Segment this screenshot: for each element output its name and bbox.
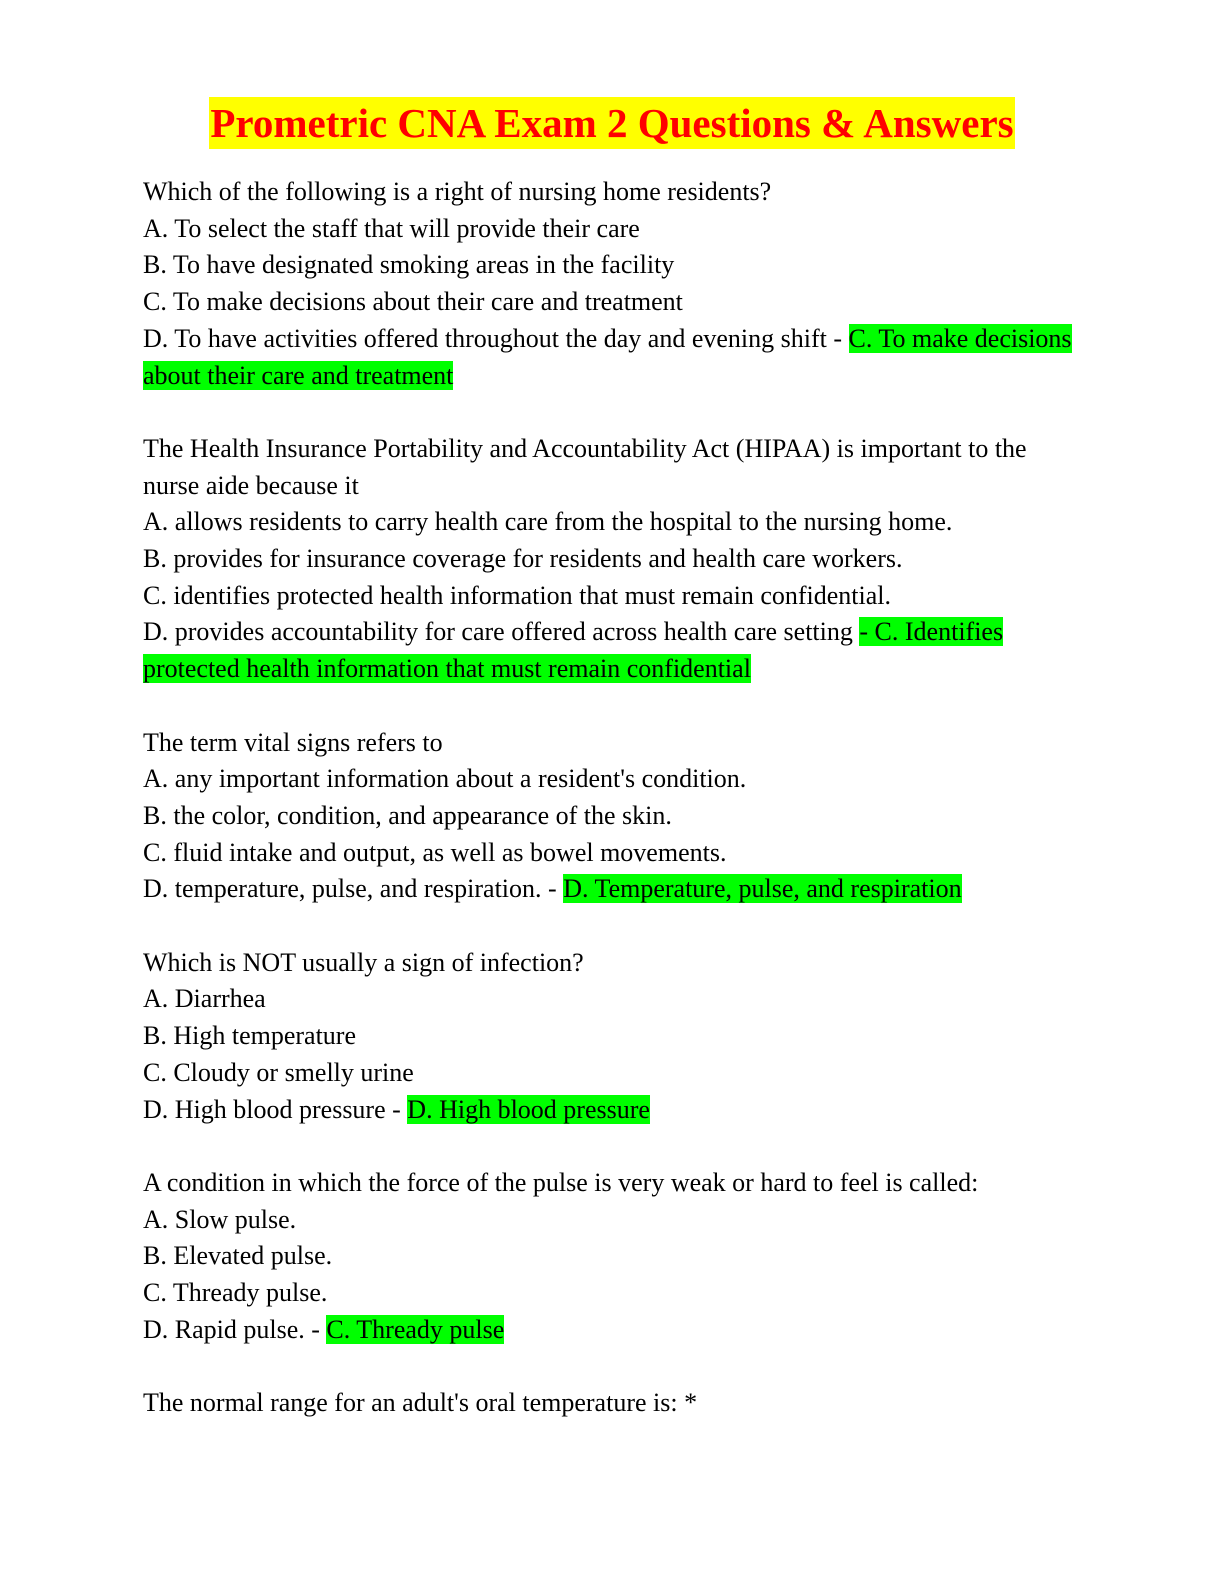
answer-option-with-answer: D. High blood pressure - D. High blood p… (143, 1092, 1083, 1129)
answer-option: B. To have designated smoking areas in t… (143, 250, 675, 280)
question-block: The term vital signs refers to A. any im… (143, 725, 1083, 909)
answer-option: A. To select the staff that will provide… (143, 213, 640, 243)
question-block: Which is NOT usually a sign of infection… (143, 945, 1083, 1129)
question-block: The Health Insurance Portability and Acc… (143, 431, 1083, 688)
questions-content: Which of the following is a right of nur… (143, 174, 1083, 1459)
answer-option: C. identifies protected health informati… (143, 580, 892, 610)
answer-option: B. provides for insurance coverage for r… (143, 544, 903, 574)
answer-option-with-answer: D. Rapid pulse. - C. Thready pulse (143, 1312, 1083, 1349)
answer-option-with-answer: D. temperature, pulse, and respiration. … (143, 871, 1083, 908)
answer-option: B. Elevated pulse. (143, 1241, 333, 1271)
question-block: A condition in which the force of the pu… (143, 1165, 1083, 1349)
question-block: Which of the following is a right of nur… (143, 174, 1083, 394)
question-prompt: A condition in which the force of the pu… (143, 1167, 979, 1197)
answer-option: A. Slow pulse. (143, 1204, 297, 1234)
answer-option: A. Diarrhea (143, 984, 266, 1014)
answer-option: D. High blood pressure - (143, 1094, 408, 1124)
answer-option: C. fluid intake and output, as well as b… (143, 837, 727, 867)
answer-option: C. Cloudy or smelly urine (143, 1057, 414, 1087)
page-title: Prometric CNA Exam 2 Questions & Answers (209, 97, 1015, 149)
answer-option: D. To have activities offered throughout… (143, 323, 849, 353)
question-prompt: The normal range for an adult's oral tem… (143, 1388, 698, 1418)
question-prompt: Which of the following is a right of nur… (143, 177, 772, 206)
answer-option: B. High temperature (143, 1021, 356, 1051)
title-container: Prometric CNA Exam 2 Questions & Answers (0, 97, 1224, 149)
question-prompt: The term vital signs refers to (143, 727, 443, 757)
answer-option-with-answer: D. To have activities offered throughout… (143, 321, 1083, 394)
question-block: The normal range for an adult's oral tem… (143, 1385, 1083, 1422)
answer-option-with-answer: D. provides accountability for care offe… (143, 614, 1083, 687)
question-prompt: Which is NOT usually a sign of infection… (143, 947, 584, 977)
answer-option: C. To make decisions about their care an… (143, 287, 683, 317)
correct-answer: D. High blood pressure (407, 1094, 650, 1124)
answer-option: D. provides accountability for care offe… (143, 617, 860, 647)
correct-answer: D. Temperature, pulse, and respiration (563, 874, 962, 904)
correct-answer: C. Thready pulse (326, 1314, 505, 1344)
answer-option: C. Thready pulse. (143, 1278, 328, 1308)
answer-option: B. the color, condition, and appearance … (143, 800, 672, 830)
answer-option: D. temperature, pulse, and respiration. … (143, 874, 564, 904)
question-prompt: The Health Insurance Portability and Acc… (143, 433, 1027, 500)
answer-option: A. allows residents to carry health care… (143, 507, 953, 537)
answer-option: A. any important information about a res… (143, 764, 747, 794)
answer-option: D. Rapid pulse. - (143, 1314, 327, 1344)
